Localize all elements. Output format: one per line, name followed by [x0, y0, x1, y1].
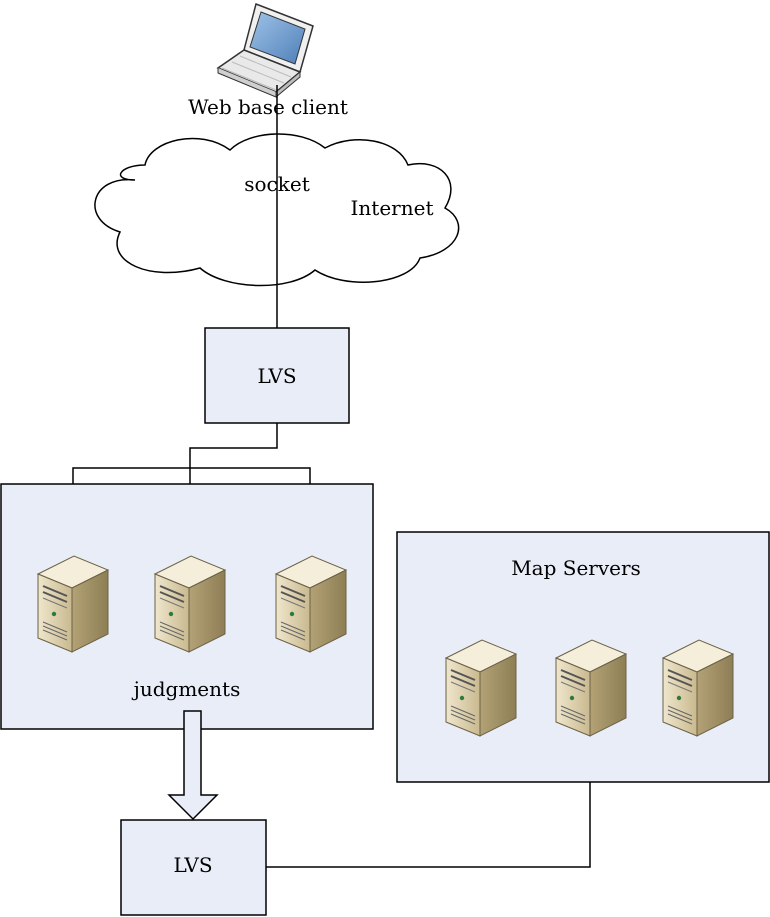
server-icon: [275, 555, 347, 653]
lvs-top-box: [204, 327, 350, 424]
lvs-top-label: LVS: [257, 364, 296, 388]
client-label: Web base client: [188, 95, 348, 119]
server-icon: [154, 555, 226, 653]
judgments-label: judgments: [132, 677, 241, 701]
lvs-bottom-label: LVS: [173, 853, 212, 877]
internet-label: Internet: [351, 196, 434, 220]
server-icon: [555, 639, 627, 737]
server-icon: [37, 555, 109, 653]
laptop-icon: [216, 2, 314, 98]
server-icon: [445, 639, 517, 737]
map-servers-label: Map Servers: [511, 556, 641, 580]
down-arrow-icon: [167, 710, 219, 821]
lvs-bottom-box: [120, 819, 267, 916]
socket-label: socket: [244, 172, 310, 196]
server-icon: [662, 639, 734, 737]
